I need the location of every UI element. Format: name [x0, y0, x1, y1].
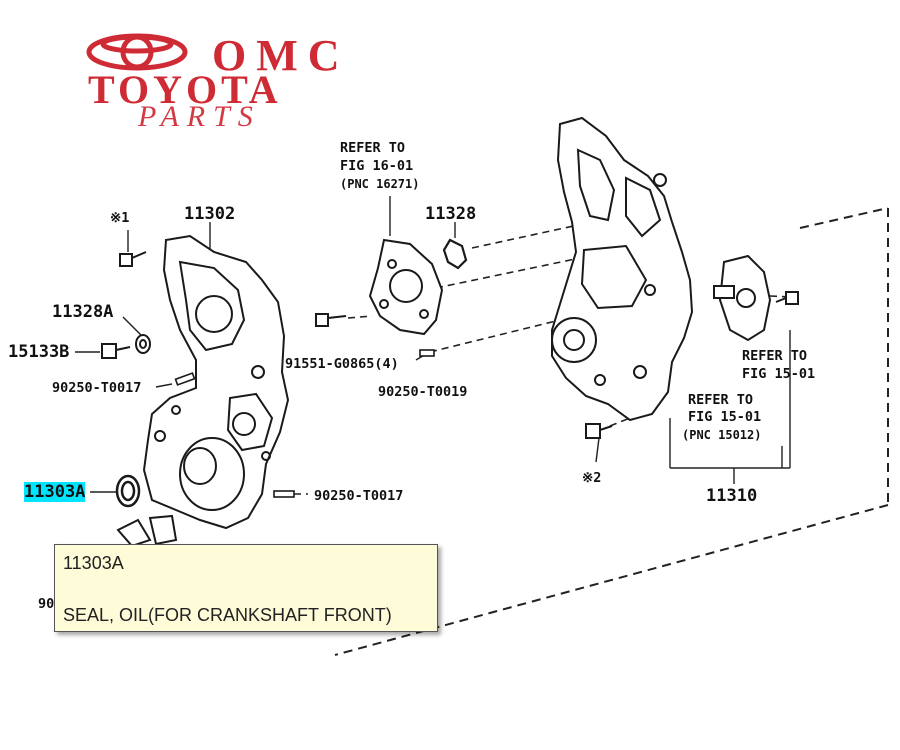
- part-tooltip: 11303A SEAL, OIL(FOR CRANKSHAFT FRONT): [54, 544, 438, 632]
- part-90250-t0019-label[interactable]: 90250-T0019: [378, 384, 468, 400]
- refer-fig-16-line3: (PNC 16271): [340, 177, 420, 191]
- timing-chain-cover-11310[interactable]: [551, 116, 694, 422]
- o-ring-11328-icon[interactable]: [442, 238, 468, 270]
- washer-icon[interactable]: [135, 334, 151, 354]
- solid-leaders: [75, 196, 791, 493]
- part-11328a-label[interactable]: 11328A: [52, 302, 114, 322]
- gasket-fragment: [116, 514, 178, 548]
- water-pump-16271[interactable]: [368, 238, 444, 336]
- assembly-boundary: [334, 207, 889, 656]
- dowel-pin-icon[interactable]: [174, 349, 435, 498]
- refer-fig-15a-line1: REFER TO: [742, 348, 808, 364]
- logo-toyota: TOYOTA: [88, 67, 282, 112]
- refer-fig-15a-line2[interactable]: FIG 15-01: [742, 366, 816, 382]
- bolt-mark2-icon[interactable]: [585, 423, 613, 439]
- part-11303a-label[interactable]: 11303A: [24, 482, 86, 502]
- toyota-emblem-icon: [86, 33, 188, 71]
- timing-cover-11302[interactable]: [142, 234, 290, 530]
- logo-omc: OMC: [212, 31, 350, 80]
- logo-parts: PARTS: [138, 100, 261, 133]
- partial-label-90: 90: [38, 596, 55, 612]
- refer-fig-15b-line3: (PNC 15012): [682, 428, 762, 442]
- refer-fig-15b-line1: REFER TO: [688, 392, 754, 408]
- bolt-icon[interactable]: [119, 251, 147, 267]
- refer-fig-15b-line2[interactable]: FIG 15-01: [688, 409, 762, 425]
- part-91551-label[interactable]: 91551-G0865(4): [285, 356, 399, 372]
- part-15133b-label[interactable]: 15133B: [8, 342, 70, 362]
- part-90250-t0017-label-a[interactable]: 90250-T0017: [52, 380, 142, 396]
- part-11310-label[interactable]: 11310: [706, 486, 758, 506]
- tooltip-part-description: SEAL, OIL(FOR CRANKSHAFT FRONT): [63, 605, 392, 625]
- bolt-mark1-icon[interactable]: [775, 291, 799, 305]
- bolt-15133b-icon[interactable]: [101, 343, 131, 359]
- oil-pump-15012[interactable]: [713, 254, 772, 342]
- refer-fig-16-line1: REFER TO: [340, 140, 406, 156]
- mark-2-label: ※2: [582, 470, 602, 486]
- mark-1-label: ※1: [110, 210, 130, 226]
- tooltip-part-code: 11303A: [63, 553, 124, 573]
- stud-91551-icon[interactable]: [315, 313, 347, 327]
- part-11328-label[interactable]: 11328: [425, 204, 477, 224]
- refer-fig-16-line2[interactable]: FIG 16-01: [340, 158, 414, 174]
- oil-seal-11303a-icon[interactable]: [115, 474, 141, 508]
- part-90250-t0017-label-b[interactable]: 90250-T0017: [314, 488, 404, 504]
- part-11302-label[interactable]: 11302: [184, 204, 236, 224]
